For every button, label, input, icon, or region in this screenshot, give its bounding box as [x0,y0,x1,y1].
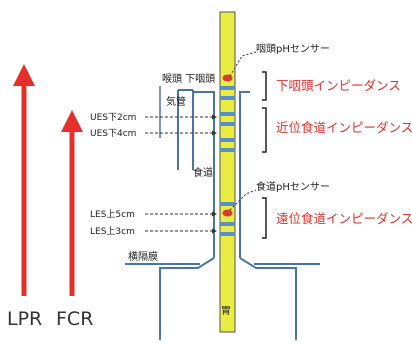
pharynx-label: 喉頭 下咽頭 [162,73,215,85]
catheter [219,11,236,333]
pharynx-ph-sensor [222,74,233,82]
les-3cm-label: LES上3cm [90,226,135,237]
proximal-bracket [262,107,267,153]
stomach-label: 胃 [221,305,231,317]
impedance-rings [220,86,235,236]
ues-2cm-label: UES下2cm [90,113,136,123]
les-5cm-label: LES上5cm [90,209,135,220]
hypopharyngeal-impedance-label: 下咽頭インピーダンス [276,78,401,93]
proximal-impedance-label: 近位食道インピーダンス [276,120,412,135]
esophageal-ph-sensor-label: 食道pHセンサー [256,180,330,193]
fcr-label: FCR [56,308,93,330]
esophageal-ph-sensor [222,209,233,217]
trachea-label: 気管 [166,95,186,108]
distal-impedance-label: 遠位食道インピーダンス [276,211,412,226]
ues-4cm-label: UES下4cm [90,129,136,139]
lpr-label: LPR [7,308,42,330]
esophageal-sensor-leader [229,189,257,211]
pharynx-ph-sensor-label: 咽頭pHセンサー [256,43,330,55]
pharynx-sensor-leader [229,51,257,77]
fcr-arrow [61,110,83,296]
diaphragm-label: 横隔膜 [128,250,158,263]
lpr-arrow [13,64,35,296]
hypopharyngeal-bracket [262,71,267,101]
esophagus-label: 食道 [193,166,213,179]
esophagus-outline [159,89,297,340]
distal-bracket [262,197,267,239]
